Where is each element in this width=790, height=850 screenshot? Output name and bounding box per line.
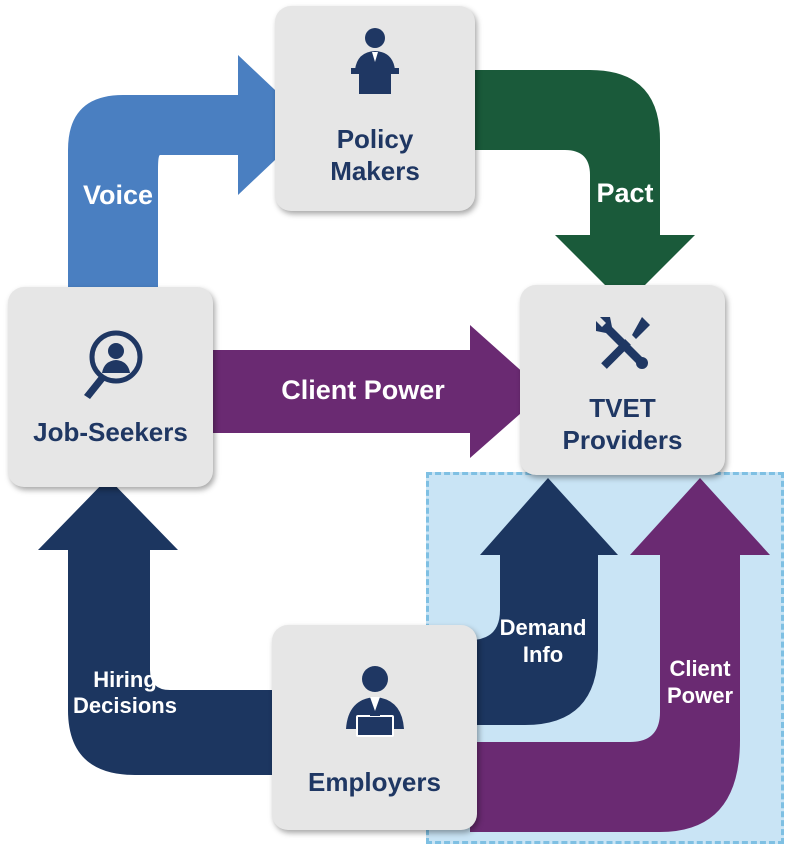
job-seekers-label: Job-Seekers [33, 417, 188, 447]
policy-makers-line1: Policy [336, 124, 414, 154]
tvet-providers-node: TVET Providers [520, 285, 725, 475]
hiring-label-line1: Hiring [93, 667, 157, 692]
voice-label: Voice [82, 180, 154, 210]
client-power-emp-line2: Power [666, 683, 734, 708]
policy-makers-node: Policy Makers [275, 6, 475, 211]
client-power-emp-line1: Client [669, 656, 731, 681]
businessman-icon [346, 666, 404, 737]
demand-info-arrow [460, 478, 618, 725]
employers-node: Employers [272, 625, 477, 830]
demand-label-line1: Demand [499, 615, 587, 640]
pact-label: Pact [596, 178, 654, 208]
voice-arrow [68, 55, 312, 300]
pact-arrow [470, 70, 695, 305]
hiring-decisions-arrow [38, 478, 290, 775]
tvet-line1: TVET [589, 393, 656, 423]
client-power-label: Client Power [281, 375, 445, 405]
client-power-arrow [205, 325, 545, 458]
hiring-decisions-label: Hiring Decisions [40, 667, 210, 719]
speaker-podium-icon [351, 28, 399, 94]
policy-makers-line2: Makers [330, 156, 420, 186]
hiring-label-line2: Decisions [73, 693, 177, 718]
tvet-line2: Providers [562, 425, 683, 455]
magnifier-person-icon [84, 330, 143, 399]
client-power-employer-label: Client Power [645, 655, 755, 709]
demand-info-label: Demand Info [488, 614, 598, 668]
employers-label: Employers [308, 767, 441, 797]
client-power-employer-arrow [470, 478, 770, 832]
tools-icon [596, 317, 650, 369]
job-seekers-node: Job-Seekers [8, 287, 213, 487]
demand-label-line2: Info [522, 642, 564, 667]
